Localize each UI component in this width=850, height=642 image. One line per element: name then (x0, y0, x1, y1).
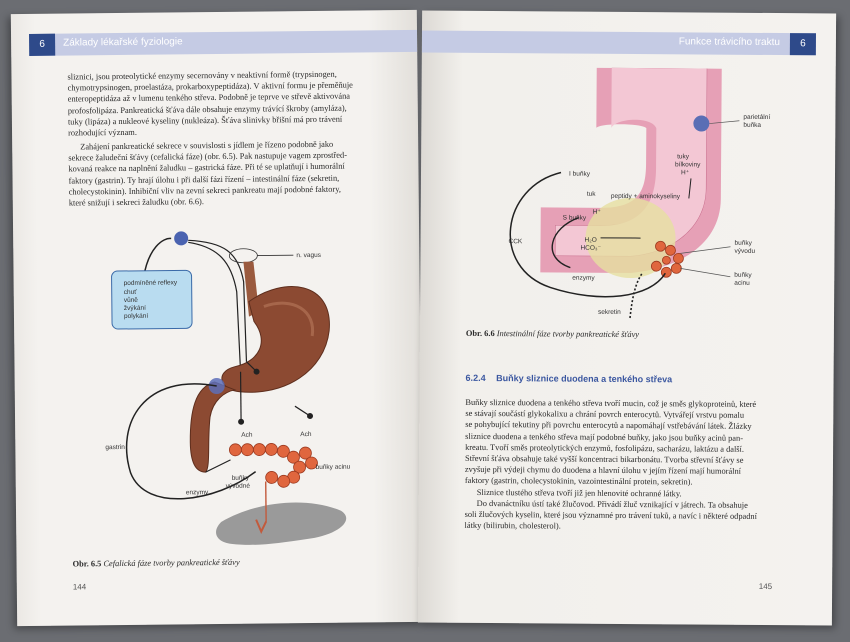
right-header-bar: Funkce trávicího traktu 6 (421, 30, 816, 56)
label-gastrin: gastrin (105, 444, 125, 451)
reflex-line-3: žvýkání (124, 305, 146, 312)
label-tuk: tuk (587, 191, 596, 198)
caption-text: Intestinální fáze tvorby pankreatické šť… (496, 329, 640, 340)
right-paragraph-1: Buňky sliznice duodena a tenkého střeva … (465, 397, 792, 534)
label-ach-1: Ach (241, 432, 253, 439)
label-peptidy: peptidy + aminokyseliny (611, 193, 681, 200)
sekretin-arrow (551, 216, 579, 269)
right-page: Funkce trávicího traktu 6 parietální buň… (417, 10, 837, 626)
label-sekretin: sekretin (598, 309, 621, 316)
acinar-cluster (650, 240, 684, 278)
label-cck: CCK (509, 238, 523, 245)
line: rozhodující význam. (68, 127, 137, 138)
label-h-plus-top: H⁺ (681, 169, 690, 176)
left-header-title: Základy lékařské fyziologie (63, 36, 183, 49)
label-h2o: H₂O (585, 237, 597, 244)
line: které snižují i sekreci žaludku (obr. 6.… (68, 197, 204, 208)
figure-6-6: parietální buňka tuky bílkoviny H⁺ I buň… (509, 67, 770, 319)
parietal-cell (693, 115, 710, 132)
caption-number: Obr. 6.6 (465, 328, 495, 339)
caption-number: Obr. 6.5 (72, 559, 102, 569)
label-enzymy-right: enzymy (572, 275, 595, 282)
right-page-number: 145 (758, 581, 773, 592)
cck-arrow (509, 171, 666, 298)
stomach (221, 286, 330, 393)
label-s-bunky: S buňky (563, 215, 587, 222)
figure-6-5: n. vagus podmíněné reflexy chuť vůně žvý… (105, 231, 351, 545)
left-page: 6 Základy lékařské fyziologie sliznici, … (10, 9, 424, 627)
line: látky (bilirubin, cholesterol). (464, 521, 561, 531)
left-header-bar: 6 Základy lékařské fyziologie (29, 29, 418, 56)
duodenum (189, 381, 237, 473)
label-parietal-2: buňka (743, 122, 761, 129)
label-vyvodu-1: buňky (735, 240, 753, 247)
label-vyvodne-1: buňky (232, 475, 250, 482)
label-ach-2: Ach (300, 431, 312, 438)
vagus-nerve (188, 239, 248, 362)
label-acinu-1: buňky (734, 272, 752, 279)
pancreas (216, 502, 347, 545)
sekretin-dotted (629, 272, 643, 319)
left-paragraph-1: sliznici, jsou proteolytické enzymy sece… (67, 68, 380, 138)
section-number: 6.2.4 (465, 372, 486, 384)
label-bilkoviny: bílkoviny (675, 161, 701, 168)
brain-node (174, 231, 189, 246)
left-paragraph-2: Zahájení pankreatické sekrece v souvislo… (68, 138, 381, 208)
reflex-line-4: polykání (124, 313, 148, 320)
left-chapter-number: 6 (29, 33, 56, 56)
label-acinu: buňky acinu (316, 464, 351, 471)
gastrin-arrow (125, 383, 257, 500)
lumen (555, 67, 707, 257)
figure-6-5-caption: Obr. 6.5 Cefalická fáze tvorby pankreati… (73, 558, 240, 569)
figure-6-6-caption: Obr. 6.6 Intestinální fáze tvorby pankre… (466, 329, 639, 339)
section-title: Buňky sliznice duodena a tenkého střeva (496, 373, 673, 385)
label-vyvodu-2: vývodu (734, 248, 755, 255)
label-acinu-2: acinu (734, 280, 750, 287)
label-vyvodne-2: vývodné (226, 483, 251, 490)
label-hco3: HCO₃⁻ (580, 245, 601, 252)
right-chapter-number: 6 (789, 33, 816, 56)
label-h-plus: H⁺ (593, 209, 602, 216)
caption-text: Cefalická fáze tvorby pankreatické šťávy (103, 557, 240, 569)
reflex-line-1: chuť (124, 289, 138, 296)
label-tuky: tuky (677, 153, 690, 160)
vagus-nerve-2 (188, 241, 242, 372)
section-heading: 6.2.4 Buňky sliznice duodena a tenkého s… (466, 373, 673, 384)
reflex-box (111, 269, 193, 330)
label-i-bunky: I buňky (569, 171, 591, 178)
label-vagus: n. vagus (296, 252, 321, 259)
left-page-number: 144 (72, 582, 87, 592)
label-parietal-1: parietální (743, 114, 770, 121)
right-header-title: Funkce trávicího traktu (678, 36, 780, 49)
label-enzymy: enzymy (186, 489, 209, 496)
acinar-cells (228, 443, 318, 488)
reflex-line-0: podmíněné reflexy (124, 279, 178, 287)
reflex-line-2: vůně (124, 296, 139, 304)
